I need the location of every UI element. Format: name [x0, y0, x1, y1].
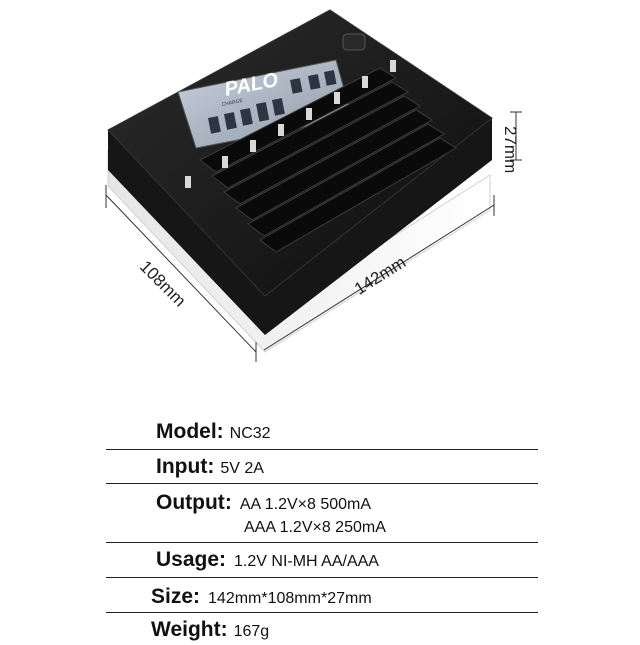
battery-level-bars: [208, 70, 337, 134]
dimension-lines: [105, 111, 522, 362]
spec-usage-row: Usage: 1.2V NI-MH AA/AAA: [106, 543, 538, 578]
spec-weight-label: Weight: [151, 618, 221, 641]
spec-output-label: Output: [156, 491, 225, 514]
spec-size-row: Size: 142mm*108mm*27mm: [106, 578, 538, 613]
spec-output-line2: AAA 1.2V×8 250mA: [244, 519, 386, 536]
spec-output-line1: AA 1.2V×8 500mA: [239, 496, 372, 513]
spec-weight-row: Weight: 167g: [151, 618, 270, 641]
spec-model-row: Model: NC32: [106, 416, 538, 450]
dimension-height: 27mm: [501, 126, 520, 174]
spec-model-label: Model: [156, 420, 217, 443]
spec-input-row: Input: 5V 2A: [106, 450, 538, 484]
spec-weight-value: 167g: [233, 623, 270, 640]
spec-size-value: 142mm*108mm*27mm: [208, 590, 372, 607]
spec-input-label: Input: [156, 455, 208, 478]
spec-model-value: NC32: [229, 425, 271, 442]
spec-table: Model: NC32 Input: 5V 2A Output: AA 1.2V…: [106, 416, 538, 645]
spec-output-row: Output: AA 1.2V×8 500mA AAA 1.2V×8 250mA: [106, 484, 538, 543]
battery-slots: [199, 67, 457, 253]
charger-illustration: PALO CHARGE: [105, 9, 522, 362]
display-caption: CHARGE: [221, 98, 244, 108]
spec-usage-label: Usage: [156, 548, 220, 571]
spec-usage-value: 1.2V NI-MH AA/AAA: [234, 553, 379, 570]
spec-input-value: 5V 2A: [220, 460, 264, 477]
power-button: [342, 33, 366, 51]
spec-size-label: Size: [151, 585, 194, 608]
slot-contacts: [185, 60, 396, 188]
